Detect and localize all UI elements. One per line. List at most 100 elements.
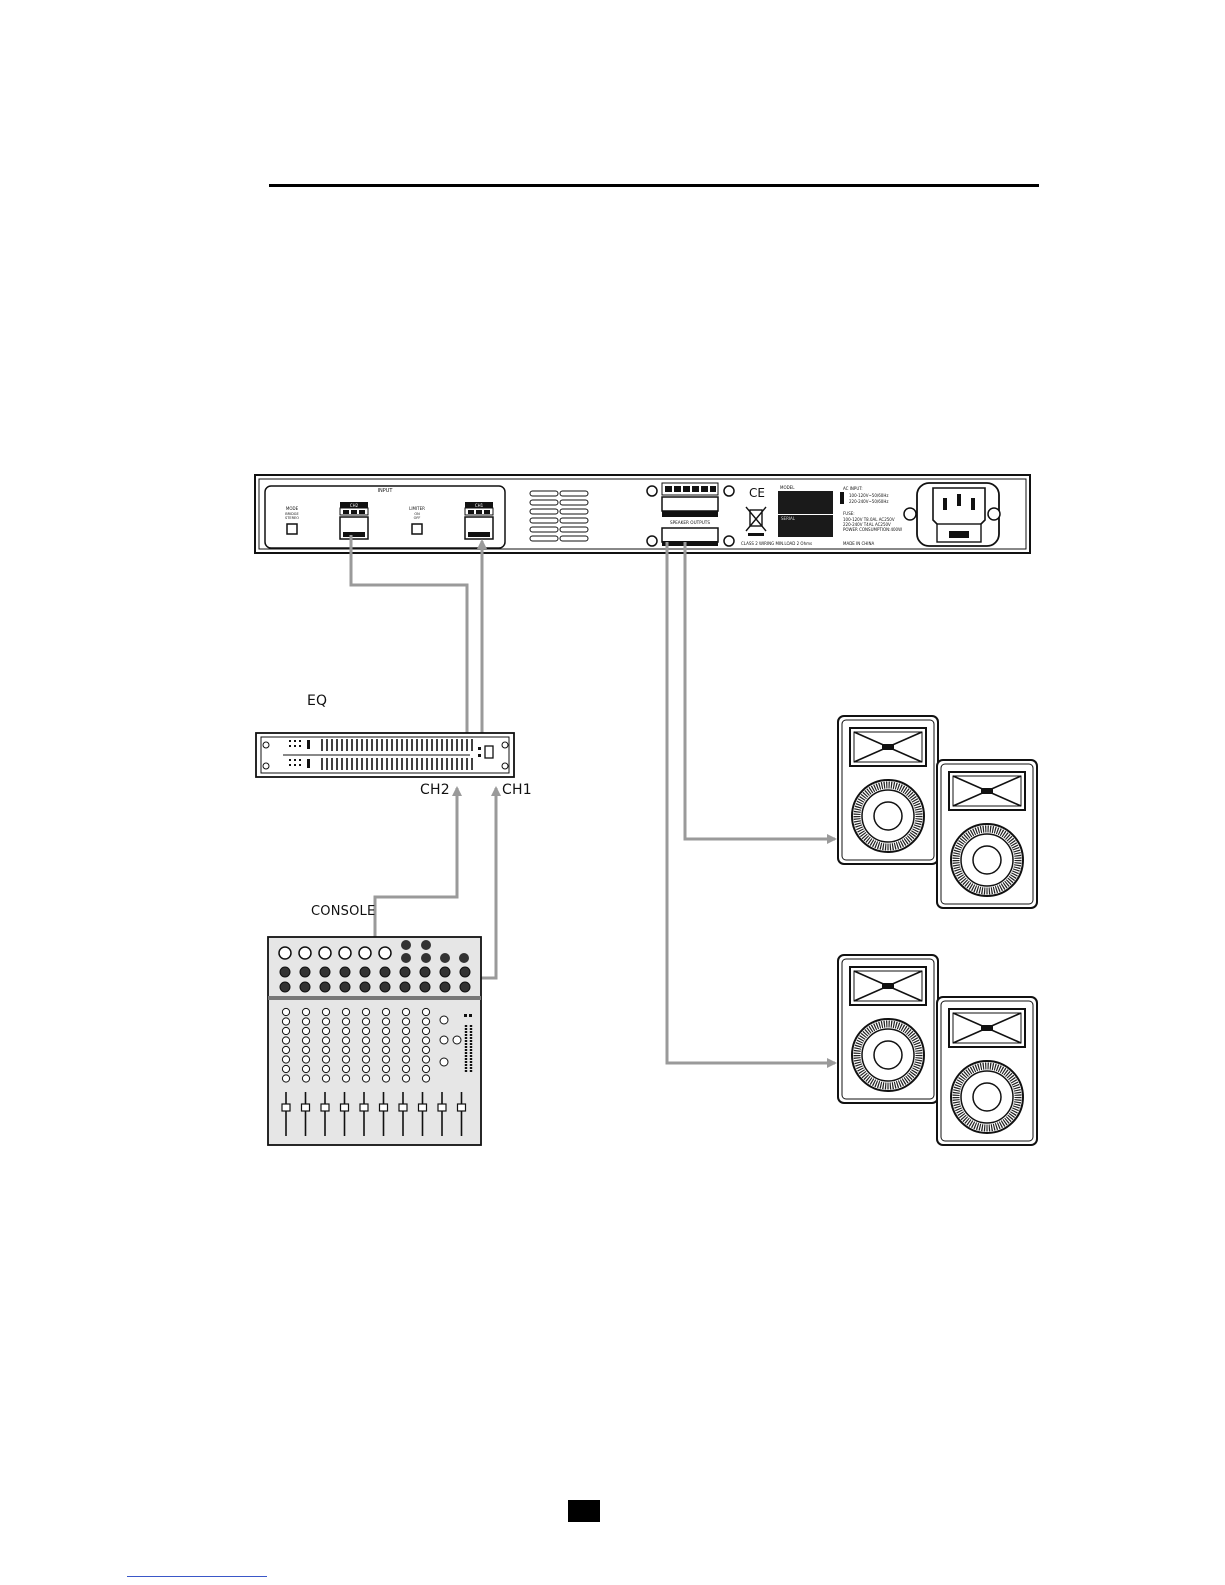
footer-link-underline — [127, 1576, 267, 1577]
jack-icon — [459, 953, 469, 963]
knob-icon — [382, 1027, 389, 1034]
jack-icon — [340, 967, 350, 977]
jack-icon — [340, 982, 350, 992]
knob-icon — [422, 1008, 429, 1015]
jack-icon — [401, 953, 411, 963]
knob-icon — [440, 1058, 448, 1066]
knob-icon — [362, 1027, 369, 1034]
knob-icon — [422, 1018, 429, 1025]
screw-icon — [647, 486, 657, 496]
eq-switch — [307, 740, 310, 749]
cable-amp-to-speakers-bottom — [667, 542, 835, 1063]
limiter-sub-2: OFF — [414, 516, 421, 520]
amplifier-rear-panel: INPUT MODE BRIDGE STEREO LIMITER ON OFF … — [255, 475, 1030, 553]
knob-icon — [322, 1027, 329, 1034]
rack-hole-icon — [263, 742, 269, 748]
screw-icon — [724, 536, 734, 546]
vent-slot — [560, 518, 588, 523]
knob-icon — [302, 1018, 309, 1025]
cable-amp-to-speakers-top — [685, 542, 835, 839]
vent-slot — [530, 500, 558, 505]
speaker-output-upper-terminal[interactable] — [662, 483, 718, 517]
eq-indicator — [299, 764, 301, 766]
knob-icon — [440, 1016, 448, 1024]
jack-icon — [440, 967, 450, 977]
jack-icon — [400, 982, 410, 992]
model-plate — [778, 491, 833, 514]
knob-icon — [382, 1056, 389, 1063]
knob-icon — [342, 1037, 349, 1044]
jack-icon — [420, 967, 430, 977]
jack-icon — [420, 982, 430, 992]
knob-icon — [322, 1037, 329, 1044]
vent-slot — [560, 500, 588, 505]
amp-input-ch2-connector[interactable]: CH2 — [340, 502, 368, 539]
fader-cap — [380, 1104, 388, 1111]
ch2-label: CH2 — [420, 782, 450, 798]
speaker-output-lower-terminal[interactable] — [662, 528, 718, 546]
mixing-console — [268, 937, 481, 1145]
eq-indicator — [299, 745, 301, 747]
knob-icon — [422, 1065, 429, 1072]
eq-indicator — [299, 740, 301, 742]
serial-label-text: SERIAL — [781, 516, 796, 521]
power-inlet-icon[interactable] — [904, 483, 1000, 546]
knob-icon — [422, 1056, 429, 1063]
jack-icon — [460, 967, 470, 977]
cable-console-to-eq-ch2 — [375, 788, 457, 937]
knob-icon — [402, 1008, 409, 1015]
knob-icon — [422, 1027, 429, 1034]
rack-hole-icon — [263, 763, 269, 769]
knob-icon — [282, 1075, 289, 1082]
xlr-jack-icon — [319, 947, 331, 959]
fader-cap — [341, 1104, 349, 1111]
jack-icon — [300, 967, 310, 977]
jack-icon — [400, 967, 410, 977]
jack-icon — [440, 982, 450, 992]
knob-icon — [322, 1008, 329, 1015]
knob-icon — [362, 1056, 369, 1063]
vent-slot — [530, 536, 558, 541]
knob-icon — [402, 1056, 409, 1063]
knob-icon — [402, 1027, 409, 1034]
eq-unit — [256, 733, 514, 777]
jack-icon — [320, 967, 330, 977]
ac-input-line1: 100-120V~50/60Hz — [849, 493, 888, 498]
knob-icon — [402, 1065, 409, 1072]
speaker-bottom-front — [838, 955, 938, 1103]
knob-icon — [342, 1046, 349, 1053]
speaker-bottom-rear — [937, 997, 1037, 1145]
eq-indicator — [294, 740, 296, 742]
knob-icon — [402, 1046, 409, 1053]
limiter-label: LIMITER — [409, 506, 425, 511]
eq-switch — [307, 759, 310, 768]
mode-switch[interactable] — [287, 524, 297, 534]
amp-input-ch1-connector[interactable]: CH1 — [465, 502, 493, 539]
mode-sub-2: STEREO — [285, 516, 299, 520]
page-number-box — [568, 1500, 600, 1522]
vent-slot — [560, 491, 588, 496]
jack-icon — [440, 953, 450, 963]
voltage-selector[interactable] — [840, 492, 844, 504]
console-label: CONSOLE — [311, 904, 375, 919]
knob-icon — [362, 1008, 369, 1015]
knob-icon — [302, 1075, 309, 1082]
knob-icon — [362, 1037, 369, 1044]
knob-icon — [322, 1046, 329, 1053]
eq-power-button[interactable] — [485, 746, 493, 758]
meter-led — [469, 1014, 472, 1017]
svg-text:CH2: CH2 — [350, 503, 359, 508]
limiter-switch[interactable] — [412, 524, 422, 534]
knob-icon — [382, 1075, 389, 1082]
made-in-label: MADE IN CHINA — [843, 541, 874, 546]
xlr-jack-icon — [379, 947, 391, 959]
jack-icon — [380, 982, 390, 992]
knob-icon — [342, 1056, 349, 1063]
mode-label: MODE — [286, 506, 299, 511]
knob-icon — [282, 1018, 289, 1025]
knob-icon — [282, 1008, 289, 1015]
eq-indicator — [299, 759, 301, 761]
knob-icon — [362, 1065, 369, 1072]
input-label: INPUT — [378, 488, 394, 494]
